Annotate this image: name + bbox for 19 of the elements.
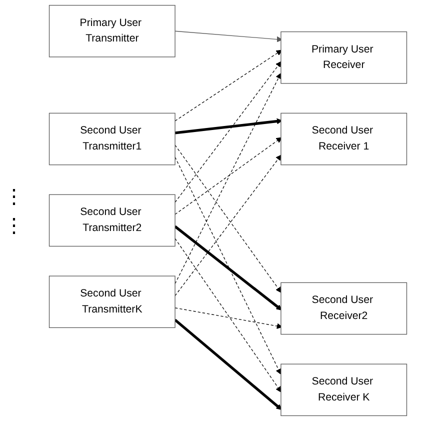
arrow (174, 156, 282, 374)
node-box: Second User Receiver2 (280, 282, 408, 335)
arrow (174, 73, 282, 284)
arrow (174, 50, 282, 122)
node-box: Primary User Receiver (280, 31, 408, 84)
arrow (174, 225, 282, 310)
arrow (174, 308, 282, 329)
node-box: Primary User Transmitter (48, 4, 176, 58)
arrow (174, 238, 282, 392)
node-box: Second User Receiver 1 (280, 112, 408, 166)
ellipsis-dots: ⋮ (4, 214, 24, 238)
arrow (174, 318, 282, 410)
arrow (174, 61, 282, 203)
node-box: Second User Transmitter2 (48, 194, 176, 247)
node-box: Second User Receiver K (280, 364, 408, 416)
ellipsis-dots: ⋮ (4, 184, 24, 208)
node-box: Second User TransmitterK (48, 276, 176, 328)
arrow (174, 137, 282, 215)
node-box: Second User Transmitter1 (48, 112, 176, 166)
